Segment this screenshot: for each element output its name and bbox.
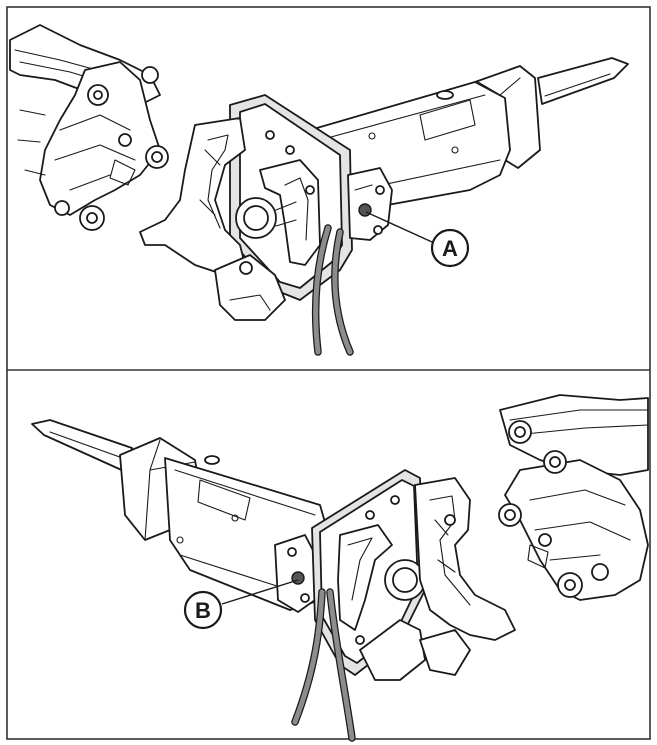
top-cable (311, 224, 354, 356)
callout-a-leader (365, 211, 433, 243)
top-latch (235, 130, 321, 266)
bottom-hook-bracket (414, 477, 516, 676)
top-hook-bracket (139, 117, 286, 321)
bottom-detent-block (274, 534, 319, 613)
bottom-panel: B (31, 394, 649, 742)
top-panel: A (9, 24, 629, 356)
top-hitch-linkage (9, 24, 169, 231)
bottom-latch (337, 495, 426, 681)
callout-a: A (365, 211, 470, 268)
top-detent-block (347, 167, 393, 241)
figure-frame (6, 6, 651, 740)
callout-b-leader (221, 579, 299, 605)
callout-a-circle (430, 228, 470, 268)
bottom-cable (291, 588, 356, 742)
top-spike (537, 57, 629, 105)
callout-b-circle (183, 590, 223, 630)
bottom-hitch-linkage (498, 394, 649, 601)
callout-a-label: A (442, 236, 458, 261)
callout-b-label: B (195, 598, 211, 623)
callout-b: B (183, 579, 299, 630)
bottom-spike (31, 419, 133, 473)
